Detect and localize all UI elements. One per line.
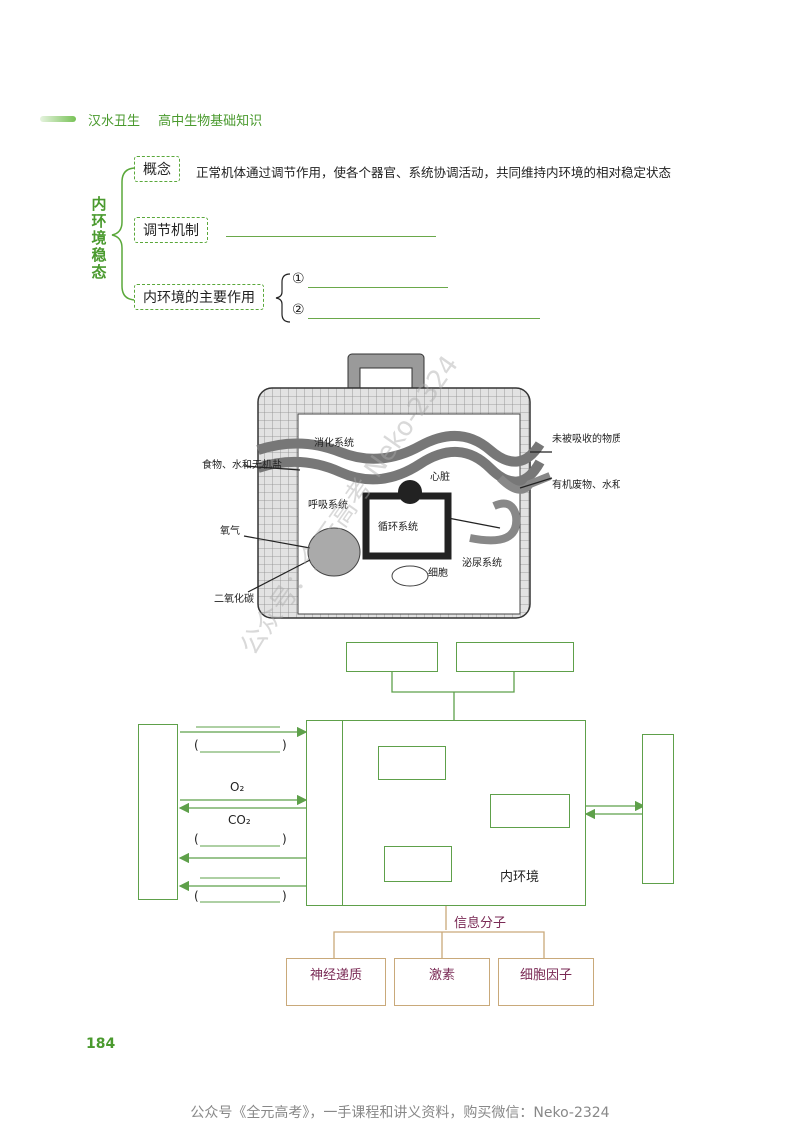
top-blank-box-1[interactable]	[346, 642, 438, 672]
main-function-box: 内环境的主要作用	[134, 284, 264, 310]
label-digestive: 消化系统	[314, 436, 354, 449]
box-neurotransmitter: 神经递质	[286, 958, 386, 1006]
function-item-1-line	[308, 287, 448, 288]
header-book-title: 高中生物基础知识	[158, 114, 263, 129]
paren-1-right: )	[282, 738, 287, 752]
top-blank-box-2[interactable]	[456, 642, 574, 672]
o2-label: O₂	[230, 780, 245, 794]
inner-blank-box-bottom[interactable]	[384, 846, 452, 882]
function-item-2-marker: ②	[292, 302, 305, 318]
concept-description: 正常机体通过调节作用，使各个器官、系统协调活动，共同维持内环境的相对稳定状态	[196, 165, 672, 180]
header-accent-bar	[40, 116, 76, 122]
label-urinary: 泌尿系统	[462, 556, 502, 569]
label-circulatory: 循环系统	[378, 520, 418, 533]
body-systems-illustration: 消化系统 未被吸收的物质 食物、水和无机盐 心脏 有机废物、水和无机盐 呼吸系统…	[202, 353, 620, 619]
paren-1-left: (	[194, 738, 199, 752]
running-header: 汉水丑生 高中生物基础知识	[88, 110, 276, 129]
body-inner-divider	[342, 720, 343, 906]
sub-brace	[275, 273, 291, 323]
function-item-2-line	[308, 318, 540, 319]
left-blank-box[interactable]	[138, 724, 178, 900]
right-blank-box[interactable]	[642, 734, 674, 884]
info-molecule-label: 信息分子	[454, 916, 507, 931]
label-cells: 细胞	[428, 566, 448, 579]
box-cytokine: 细胞因子	[498, 958, 594, 1006]
co2-label: CO₂	[228, 813, 251, 827]
hormone-label: 激素	[428, 968, 455, 983]
internal-environment-label: 内环境	[500, 870, 540, 885]
box-hormone: 激素	[394, 958, 490, 1006]
paren-3-left: (	[194, 889, 199, 903]
label-unabsorbed: 未被吸收的物质	[552, 432, 620, 445]
inner-blank-box-right[interactable]	[490, 794, 570, 828]
paren-2-left: (	[194, 832, 199, 846]
label-co2: 二氧化碳	[214, 592, 254, 605]
paren-3-right: )	[282, 889, 287, 903]
footer-note: 公众号《全元高考》，一手课程和讲义资料，购买微信：Neko-2324	[190, 1105, 610, 1121]
concept-map-title: 内环境稳态	[91, 195, 107, 281]
main-brace	[111, 167, 137, 301]
label-oxygen: 氧气	[220, 524, 240, 537]
concept-label-box: 概念	[134, 156, 180, 182]
regulation-answer-line	[226, 236, 436, 237]
neurotransmitter-label: 神经递质	[309, 968, 362, 983]
cytokine-label: 细胞因子	[519, 968, 572, 983]
regulation-mechanism-box: 调节机制	[134, 217, 208, 243]
label-waste: 有机废物、水和无机盐	[552, 478, 620, 491]
page-number: 184	[86, 1036, 116, 1052]
label-respiratory: 呼吸系统	[308, 498, 348, 511]
label-food: 食物、水和无机盐	[202, 458, 282, 471]
inner-blank-box-top[interactable]	[378, 746, 446, 780]
label-heart: 心脏	[430, 470, 450, 483]
paren-2-right: )	[282, 832, 287, 846]
header-author: 汉水丑生	[88, 114, 141, 129]
function-item-1-marker: ①	[292, 271, 305, 287]
